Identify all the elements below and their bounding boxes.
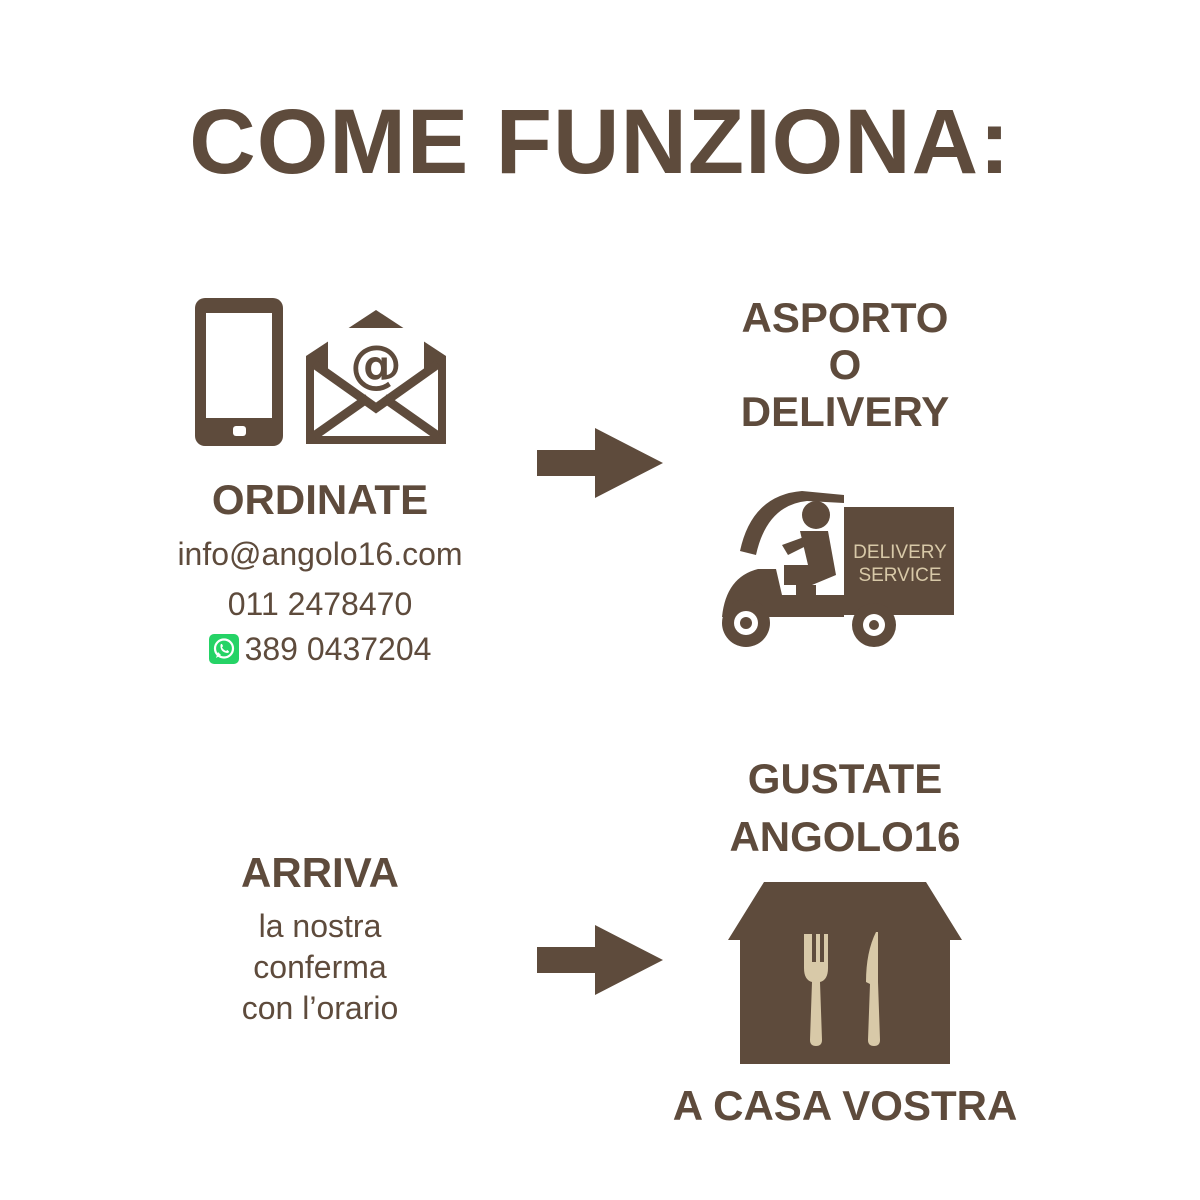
truck-label-2: SERVICE xyxy=(858,565,941,586)
arrow-right-icon xyxy=(537,428,663,498)
whatsapp-row: 389 0437204 xyxy=(120,629,520,669)
phone-number: 011 2478470 xyxy=(227,586,413,622)
delivery-scooter-icon: DELIVERY SERVICE xyxy=(712,485,962,655)
step3-line3: con l’orario xyxy=(241,990,399,1026)
step2-line3: DELIVERY xyxy=(740,388,950,435)
page-title: COME FUNZIONA: xyxy=(189,91,1011,193)
step4-line1: GUSTATE xyxy=(747,755,943,802)
email-address: info@angolo16.com xyxy=(177,536,463,572)
step4-line2: ANGOLO16 xyxy=(729,813,961,860)
step3-line2: conferma xyxy=(253,949,387,985)
step2-line1: ASPORTO xyxy=(741,294,949,341)
svg-text:@: @ xyxy=(350,335,402,395)
step2-line2: O xyxy=(828,341,862,388)
house-fork-knife-icon xyxy=(728,882,962,1064)
step1-heading: ORDINATE xyxy=(211,476,429,523)
smartphone-icon xyxy=(195,298,283,446)
email-envelope-icon: @ xyxy=(302,306,450,448)
step3-heading: ARRIVA xyxy=(241,849,399,896)
step3-line1: la nostra xyxy=(258,908,382,944)
truck-label-1: DELIVERY xyxy=(853,542,947,563)
whatsapp-number: 389 0437204 xyxy=(244,631,432,667)
arrow-right-icon xyxy=(537,925,663,995)
whatsapp-icon xyxy=(208,634,239,664)
step4-footer: A CASA VOSTRA xyxy=(672,1082,1018,1129)
